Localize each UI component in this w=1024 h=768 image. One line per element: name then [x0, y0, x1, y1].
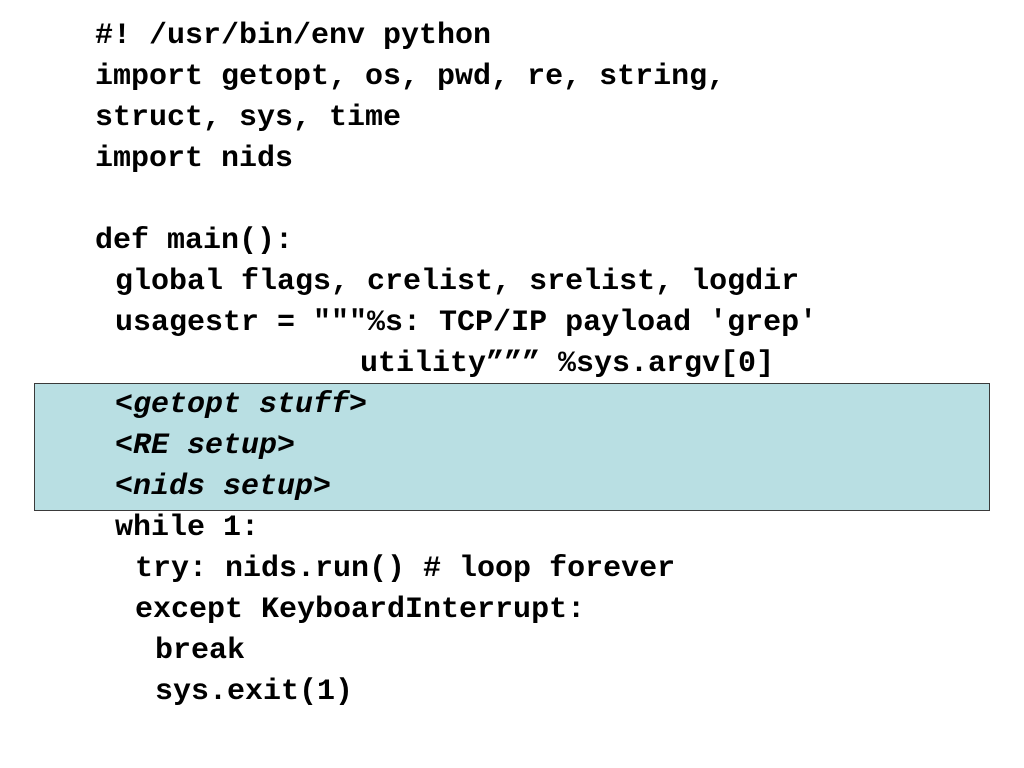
code-line-usagestr-cont: utility””” %sys.argv[0]	[360, 347, 775, 381]
code-line-import-nids: import nids	[95, 142, 294, 176]
code-line-usagestr: usagestr = """%s: TCP/IP payload 'grep'	[115, 306, 818, 340]
code-line-re-setup: <RE setup>	[115, 429, 296, 463]
highlight-box	[34, 383, 990, 511]
code-line-import-1: import getopt, os, pwd, re, string,	[95, 60, 726, 94]
code-line-def-main: def main():	[95, 224, 294, 258]
code-line-sys-exit: sys.exit(1)	[155, 675, 354, 709]
code-line-shebang: #! /usr/bin/env python	[95, 19, 492, 53]
code-line-except: except KeyboardInterrupt:	[135, 593, 586, 627]
code-line-while: while 1:	[115, 511, 260, 545]
code-line-getopt-stuff: <getopt stuff>	[115, 388, 368, 422]
code-line-global: global flags, crelist, srelist, logdir	[115, 265, 800, 299]
code-line-break: break	[155, 634, 246, 668]
code-line-import-1-cont: struct, sys, time	[95, 101, 402, 135]
code-line-try: try: nids.run() # loop forever	[135, 552, 676, 586]
code-line-nids-setup: <nids setup>	[115, 470, 332, 504]
